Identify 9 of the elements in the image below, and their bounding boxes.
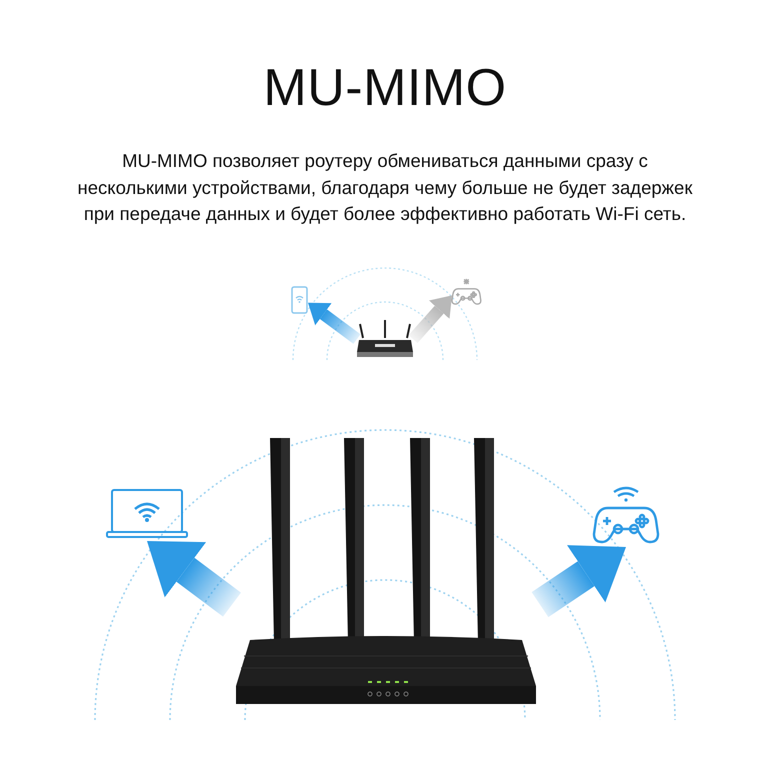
gamepad-icon — [452, 278, 480, 306]
arrow — [147, 541, 241, 617]
description-text: MU-MIMO позволяет роутеру обмениваться данными сразу с несколькими устройствами, благодаря чему больше не будет задержек при передаче данных и будет более эффективно работать Wi-Fi сеть. — [76, 149, 694, 226]
arrow — [532, 547, 626, 618]
laptop-icon — [106, 488, 188, 538]
gamepad-icon — [594, 484, 658, 544]
smartphone-icon — [291, 286, 308, 314]
title: MU-MIMO — [262, 58, 508, 118]
arrow — [308, 302, 361, 344]
